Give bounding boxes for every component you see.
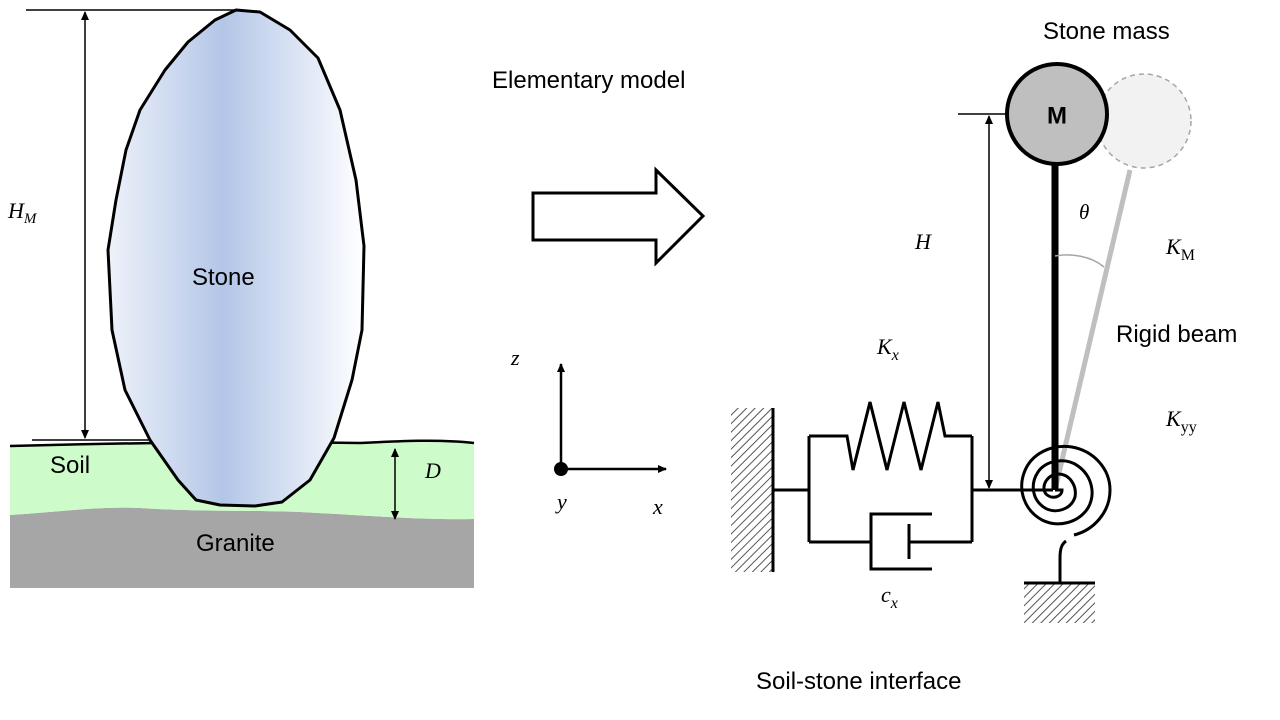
stone-label: Stone <box>192 264 255 291</box>
spring-damper-assembly <box>773 401 1053 571</box>
coordinate-axes: z x y <box>510 345 667 519</box>
z-axis-label: z <box>510 345 520 370</box>
tilted-rigid-beam <box>1052 169 1133 491</box>
elementary-model: M H θ Stone mass KM Rigid beam Kx Kyy cx… <box>731 18 1237 695</box>
fixed-wall-hatch <box>731 408 773 572</box>
rotational-spring-kyy-icon <box>1020 444 1112 537</box>
stone-mass-label: Stone mass <box>1043 18 1170 45</box>
spring-kx <box>809 401 972 471</box>
tilted-stone-mass-ghost <box>1096 73 1192 169</box>
kyy-symbol: Kyy <box>1165 406 1197 436</box>
granite-label: Granite <box>196 530 275 557</box>
kx-symbol: Kx <box>876 334 899 364</box>
left-panel: HM D Stone Soil Granite <box>7 8 475 588</box>
theta-symbol: θ <box>1079 200 1089 224</box>
theta-angle-arc <box>1054 254 1105 268</box>
soil-label: Soil <box>50 452 90 479</box>
stone-height-symbol: HM <box>7 198 38 227</box>
right-arrow-icon <box>531 166 706 267</box>
spiral-anchor-line <box>1058 539 1067 583</box>
y-axis-label: y <box>555 489 567 514</box>
y-axis-origin-dot <box>554 462 568 476</box>
transition-arrow-group: Elementary model <box>492 67 706 267</box>
soil-stone-interface-label: Soil-stone interface <box>756 668 961 695</box>
mass-height-symbol: H <box>914 229 932 254</box>
stone-shape <box>106 8 366 508</box>
embedment-depth-symbol: D <box>424 458 441 483</box>
ground-support-hatch <box>1024 583 1095 623</box>
rigid-beam-label: Rigid beam <box>1116 321 1237 348</box>
cx-symbol: cx <box>881 582 898 612</box>
km-symbol: KM <box>1165 234 1195 264</box>
granite-layer <box>10 507 474 588</box>
elementary-model-label: Elementary model <box>492 67 685 94</box>
damper-cylinder <box>869 512 932 571</box>
x-axis-label: x <box>652 494 663 519</box>
stone-mass-symbol: M <box>1047 102 1067 129</box>
